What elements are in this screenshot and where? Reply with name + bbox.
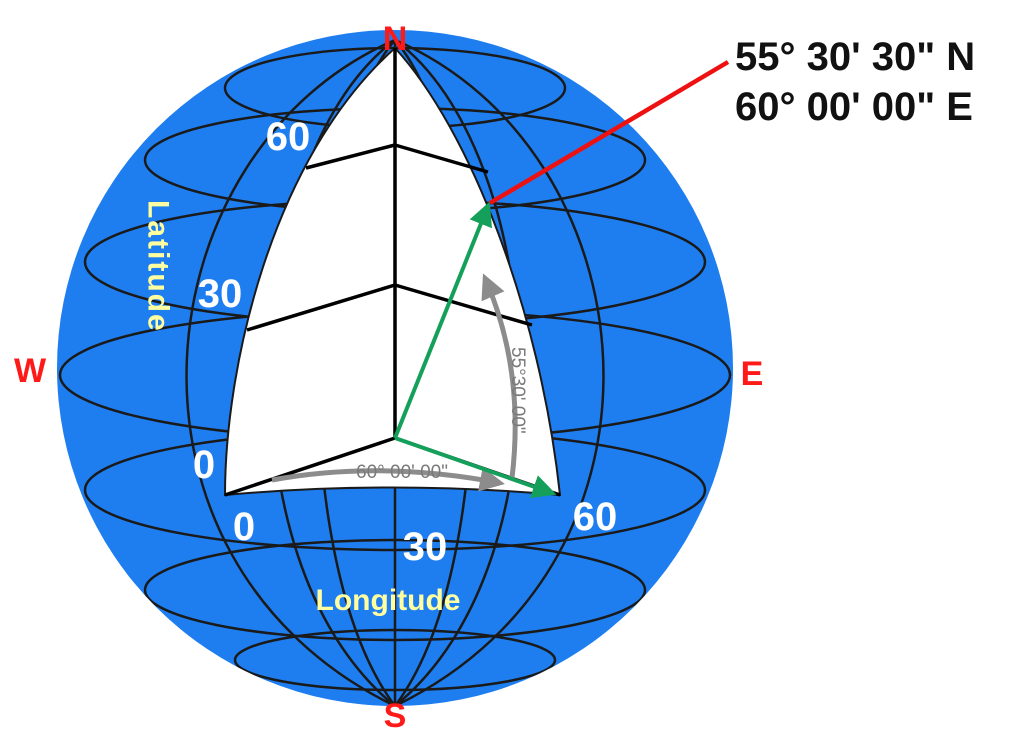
- east-label: E: [741, 355, 764, 393]
- radius-line: [224, 436, 396, 497]
- longitude-readout: 60° 00' 00" E: [735, 85, 973, 129]
- lat-line-30: [394, 283, 533, 327]
- latitude-angle-arc: [481, 273, 518, 479]
- lat-line-30: [246, 283, 396, 332]
- lon-tick-60: 60: [573, 495, 618, 539]
- longitude-vector: [394, 436, 557, 498]
- lat-line-60: [394, 143, 489, 174]
- parallel-30s: [233, 628, 557, 692]
- west-label: W: [14, 352, 47, 390]
- north-label: N: [383, 20, 408, 58]
- lat-tick-60: 60: [266, 115, 311, 159]
- longitude-angle-label: 60° 00' 00": [356, 462, 448, 483]
- lon-tick-30: 30: [403, 525, 448, 569]
- lon-tick-0: 0: [233, 505, 255, 549]
- latitude-axis-label: Latitude: [142, 200, 175, 333]
- longitude-axis-label: Longitude: [316, 584, 461, 617]
- meridian: [185, 38, 396, 706]
- lat-tick-30: 30: [198, 272, 243, 316]
- cutaway-wedge: [223, 46, 562, 497]
- lat-line-60: [305, 143, 396, 170]
- location-pointer: [488, 60, 730, 205]
- lat-tick-0: 0: [193, 443, 215, 487]
- latitude-readout: 55° 30' 30" N: [735, 35, 975, 79]
- longitude-angle-arc: [271, 466, 505, 492]
- parallel-15s: [143, 538, 647, 642]
- latitude-angle-label: 55°30' 00": [507, 347, 528, 434]
- position-vector: [393, 201, 492, 439]
- south-label: S: [384, 697, 407, 734]
- meridian: [394, 38, 605, 706]
